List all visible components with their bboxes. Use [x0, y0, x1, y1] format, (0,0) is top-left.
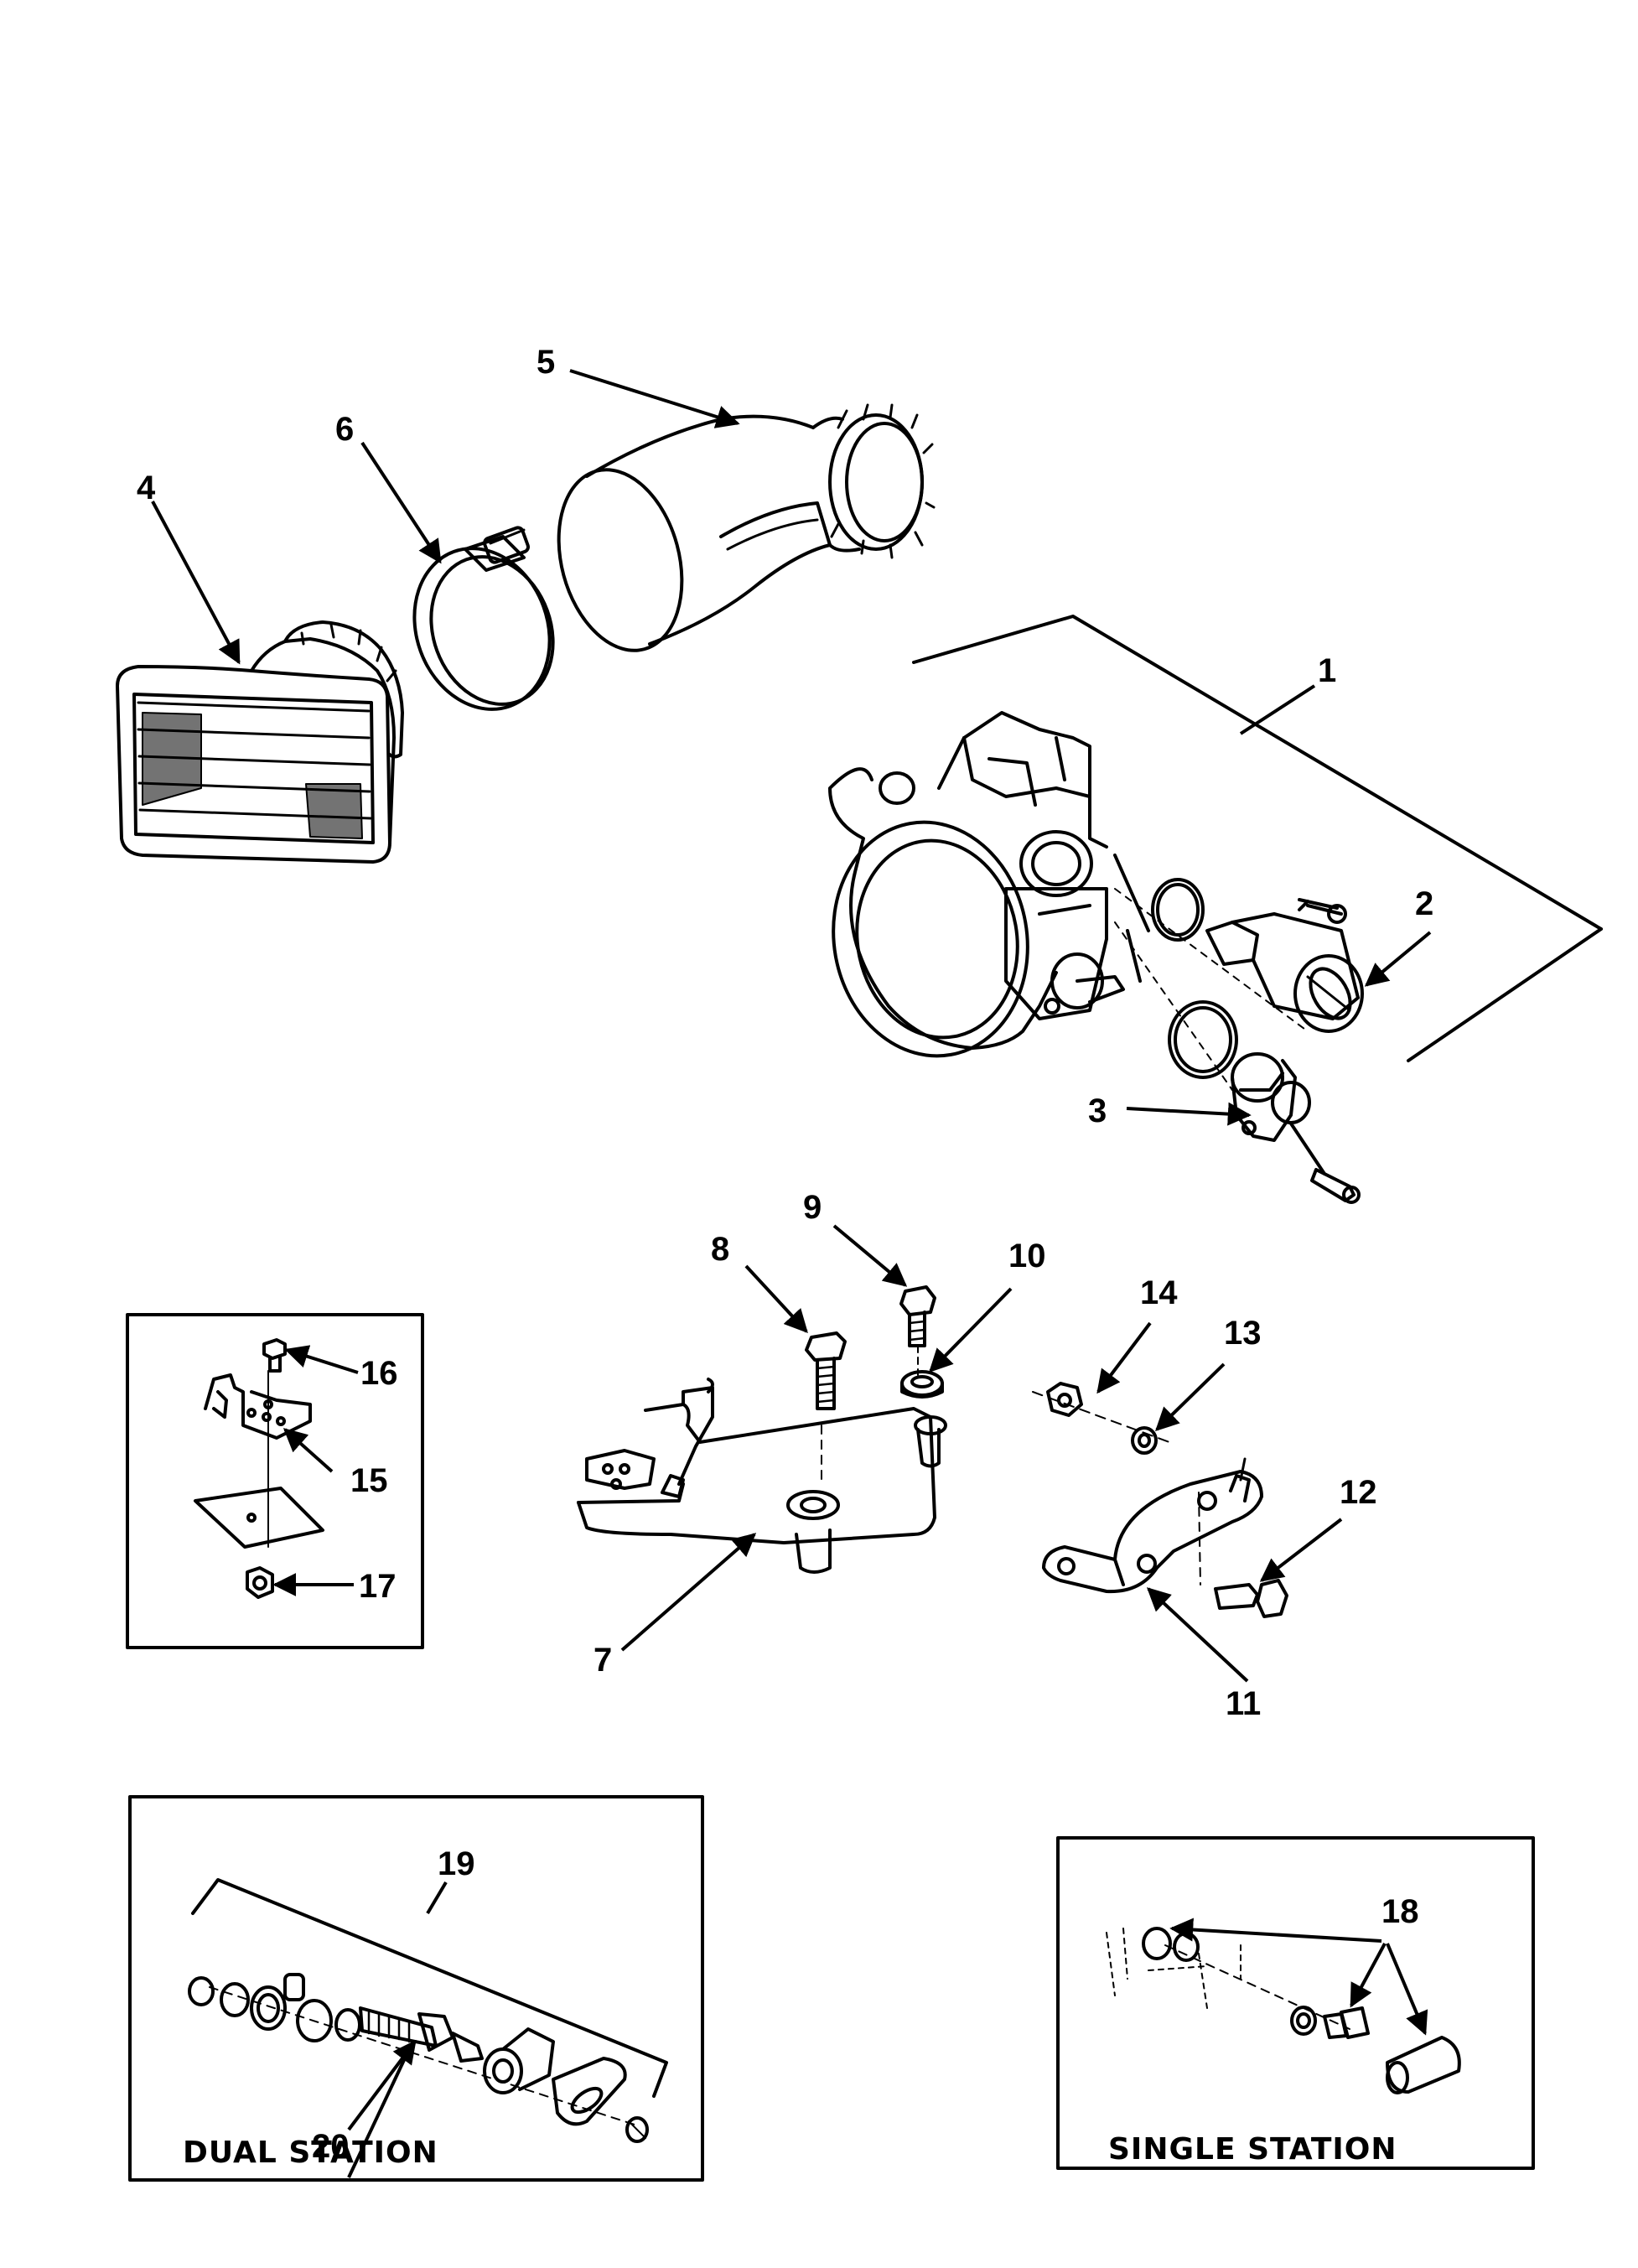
bolt-8 — [805, 1331, 847, 1410]
leader-18a — [1169, 1918, 1382, 1943]
intake-elbow-hose — [557, 403, 936, 652]
leader-7 — [620, 1533, 757, 1652]
leader-15 — [283, 1428, 334, 1473]
callout-1: 1 — [1318, 652, 1337, 689]
leader-11 — [1146, 1587, 1249, 1683]
leader-8 — [744, 1264, 808, 1334]
leader-20 — [347, 2039, 417, 2131]
leader-lines — [151, 369, 1432, 2178]
callout-20: 20 — [312, 2128, 350, 2165]
dual-station-label: DUAL STATION — [183, 2136, 438, 2170]
leader-5 — [569, 369, 740, 428]
leader-18c — [1386, 1943, 1428, 2036]
callout-6: 6 — [335, 411, 355, 448]
inset-bracket-box — [126, 1313, 424, 1649]
callout-12: 12 — [1340, 1474, 1377, 1511]
callout-16: 16 — [360, 1355, 398, 1392]
leader-9 — [832, 1224, 908, 1287]
leader-13 — [1154, 1362, 1226, 1431]
callout-2: 2 — [1415, 885, 1434, 922]
callout-13: 13 — [1224, 1315, 1262, 1352]
callout-15: 15 — [350, 1462, 388, 1499]
leader-3 — [1126, 1102, 1252, 1126]
idle-air-control-valve — [1205, 898, 1364, 1033]
washer-10 — [900, 1370, 944, 1399]
air-cleaner-assembly — [116, 620, 404, 864]
hose-clamp — [412, 526, 555, 711]
callout-4: 4 — [137, 470, 156, 506]
callout-19: 19 — [438, 1845, 475, 1882]
callout-11: 11 — [1226, 1685, 1262, 1722]
leader-16 — [284, 1345, 359, 1374]
leader-12 — [1259, 1518, 1343, 1582]
callout-3: 3 — [1088, 1092, 1107, 1129]
callout-18: 18 — [1381, 1893, 1419, 1930]
leader-20-base — [347, 2045, 412, 2178]
inset-single-station-box — [1056, 1836, 1535, 2170]
callout-14: 14 — [1140, 1274, 1178, 1311]
mounting-plate — [577, 1378, 947, 1574]
callout-5: 5 — [536, 344, 556, 381]
leader-1 — [1239, 684, 1316, 735]
inset-dual-station-box — [128, 1795, 704, 2182]
throttle-position-sensor — [1231, 1052, 1361, 1204]
bolt-9 — [899, 1285, 936, 1376]
single-station-label: SINGLE STATION — [1108, 2132, 1397, 2167]
leader-6 — [360, 441, 442, 564]
leader-18b — [1350, 1943, 1387, 2008]
callout-8: 8 — [711, 1231, 730, 1268]
callout-17: 17 — [359, 1568, 397, 1605]
throttle-lever-assembly — [1032, 1382, 1288, 1618]
callout-10: 10 — [1008, 1238, 1046, 1274]
leader-19 — [426, 1881, 448, 1915]
leader-2 — [1364, 931, 1432, 987]
callout-7: 7 — [594, 1642, 613, 1679]
leader-4 — [151, 501, 241, 665]
throttle-body-assembly — [828, 615, 1603, 1062]
leader-10 — [929, 1287, 1013, 1373]
leader-14 — [1096, 1321, 1152, 1394]
o-rings — [1114, 878, 1309, 1091]
callout-9: 9 — [803, 1189, 822, 1226]
